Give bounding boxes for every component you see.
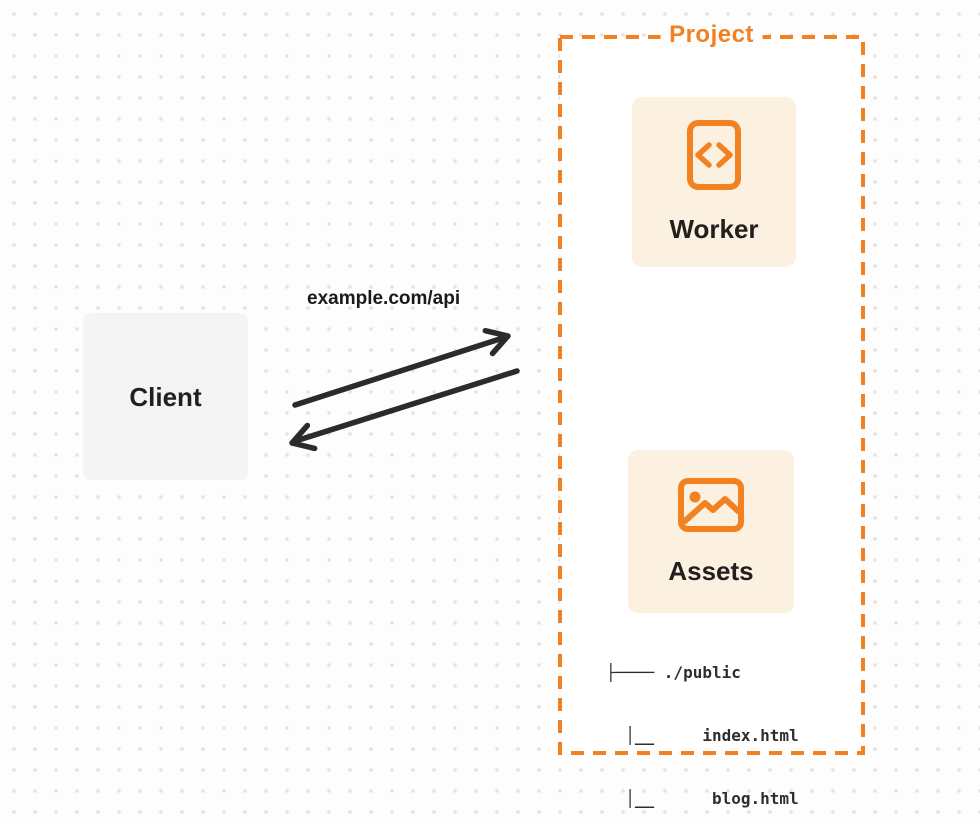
worker-node: Worker bbox=[632, 97, 796, 267]
worker-label: Worker bbox=[669, 214, 759, 244]
request-arrow bbox=[292, 327, 511, 408]
image-icon bbox=[678, 477, 744, 532]
assets-node: Assets bbox=[628, 450, 794, 613]
client-node: Client bbox=[83, 313, 248, 480]
file-tree-item: │__ blog.html bbox=[606, 789, 799, 808]
client-label: Client bbox=[129, 381, 202, 412]
assets-label: Assets bbox=[668, 555, 754, 586]
request-url-label: example.com/api bbox=[307, 288, 461, 309]
file-tree-item: │__ index.html bbox=[606, 726, 799, 745]
assets-file-tree: ├──── ./public │__ index.html │__ blog.h… bbox=[606, 620, 799, 818]
file-tree-root: ├──── ./public bbox=[606, 663, 741, 682]
project-label: Project bbox=[660, 22, 763, 48]
code-icon bbox=[687, 120, 741, 190]
response-arrow bbox=[289, 368, 520, 452]
request-response-arrows bbox=[289, 327, 520, 452]
